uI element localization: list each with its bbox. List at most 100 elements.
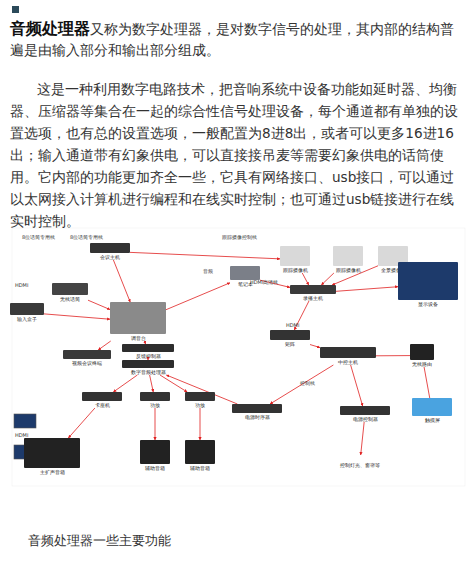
device-label: 录播主机	[290, 295, 336, 301]
device-node: 会议主机	[90, 243, 130, 260]
device-body	[140, 392, 170, 401]
signal-wire	[376, 355, 410, 356]
signal-wire	[351, 365, 363, 406]
wire-label: HDMI	[286, 322, 299, 328]
device-label: 辅助音箱	[185, 465, 215, 471]
device-body	[230, 266, 260, 280]
device-node: 跟踪摄像机	[280, 246, 310, 273]
device-body	[410, 344, 434, 360]
device-node: 视频会议终端	[63, 350, 111, 366]
device-node: 无线路由	[410, 344, 434, 367]
device-label: 调音台	[110, 335, 166, 341]
signal-wire	[321, 273, 334, 285]
device-node: 显示设备	[398, 262, 458, 307]
device-body	[398, 262, 458, 300]
signal-wire	[336, 287, 398, 292]
wire-label: 8位话筒专用线	[22, 234, 55, 240]
device-node: 矩阵	[270, 330, 310, 347]
signal-wire	[98, 341, 111, 350]
device-body	[82, 392, 122, 401]
signal-wire	[88, 300, 110, 309]
device-body	[110, 302, 166, 334]
wire-label: 音频	[203, 268, 213, 274]
device-label: 电源控制器	[340, 416, 390, 422]
device-label: 控制灯光、窗帘等	[330, 462, 390, 468]
device-label: 矩阵	[270, 341, 310, 347]
device-body	[270, 330, 310, 340]
heading-marker	[12, 6, 19, 13]
device-body	[333, 246, 363, 266]
device-body	[185, 440, 215, 464]
wire-label: 8位话筒专用线	[70, 234, 103, 240]
device-body	[10, 303, 44, 315]
device-label: 辅助音箱	[140, 465, 170, 471]
device-label: 无线路由	[410, 361, 434, 367]
device-label: 跟踪摄像机	[280, 267, 310, 273]
intro-paragraph: 音频处理器又称为数字处理器，是对数字信号的处理，其内部的结构普遍是由输入部分和输…	[10, 18, 465, 61]
device-node: 功放	[140, 392, 170, 408]
signal-wire	[130, 252, 280, 258]
device-body	[232, 404, 282, 413]
signal-wire	[160, 375, 187, 392]
device-body	[280, 246, 310, 266]
device-node: 反馈抑制器	[122, 344, 174, 359]
device-node: 电源时序器	[232, 404, 282, 420]
device-node: 触摸屏	[412, 398, 452, 423]
device-label: 视频会议终端	[63, 360, 111, 366]
signal-wire	[270, 365, 333, 404]
bold-term: 音频处理器	[10, 19, 90, 38]
device-body	[24, 438, 80, 468]
device-body	[52, 283, 88, 295]
device-node: 数字音频处理器	[122, 360, 174, 375]
device-label: 反馈抑制器	[122, 353, 174, 359]
signal-wire	[150, 375, 154, 392]
device-label: 触摸屏	[412, 417, 452, 423]
signal-wire	[200, 408, 201, 440]
device-node: 辅助音箱	[185, 440, 215, 471]
signal-wire	[310, 345, 320, 348]
device-label: 数字音频处理器	[122, 369, 174, 375]
wire-label: 控制线	[300, 380, 315, 386]
signal-wire	[302, 273, 308, 285]
signal-wire	[332, 266, 378, 285]
device-body	[320, 347, 376, 358]
signal-wire	[113, 375, 137, 392]
device-node: 卡座机	[82, 392, 122, 408]
device-body	[412, 398, 452, 416]
device-label: 卡座机	[82, 402, 122, 408]
device-label: 输入盒子	[10, 316, 44, 322]
device-label: 跟踪摄像机	[333, 267, 363, 273]
wire-label: 跟踪摄像控制线	[222, 234, 257, 240]
device-node: 跟踪摄像机	[333, 246, 363, 273]
device-body	[330, 455, 390, 461]
device-label: 功放	[185, 402, 215, 408]
signal-wire	[166, 375, 237, 404]
device-node: 中控主机	[320, 347, 376, 365]
device-label: 无线话筒	[52, 296, 88, 302]
device-body	[122, 360, 174, 368]
device-node: 辅助音箱	[140, 440, 170, 471]
device-node: 录播主机	[290, 285, 336, 301]
device-body	[122, 344, 174, 352]
device-node: 电源控制器	[340, 406, 390, 422]
device-node: 功放	[185, 392, 215, 408]
device-body	[340, 406, 390, 415]
device-body	[90, 243, 130, 253]
device-node: 主扩声音箱	[24, 438, 80, 475]
device-node: 控制灯光、窗帘等	[330, 455, 390, 468]
device-label: 中控主机	[320, 359, 376, 365]
signal-wire	[361, 422, 364, 455]
signal-wire	[68, 408, 95, 438]
signal-wire	[113, 260, 130, 302]
device-label: 笔记本	[230, 281, 260, 287]
device-label: 显示设备	[398, 301, 458, 307]
device-node: 笔记本	[230, 266, 260, 287]
device-node: 无线话筒	[52, 283, 88, 302]
diagram-frame	[12, 228, 465, 486]
signal-wire	[44, 314, 110, 319]
device-node: 调音台	[110, 302, 166, 341]
device-label: 会议主机	[90, 254, 130, 260]
signal-wire	[424, 367, 430, 398]
device-node: 输入盒子	[10, 303, 44, 322]
